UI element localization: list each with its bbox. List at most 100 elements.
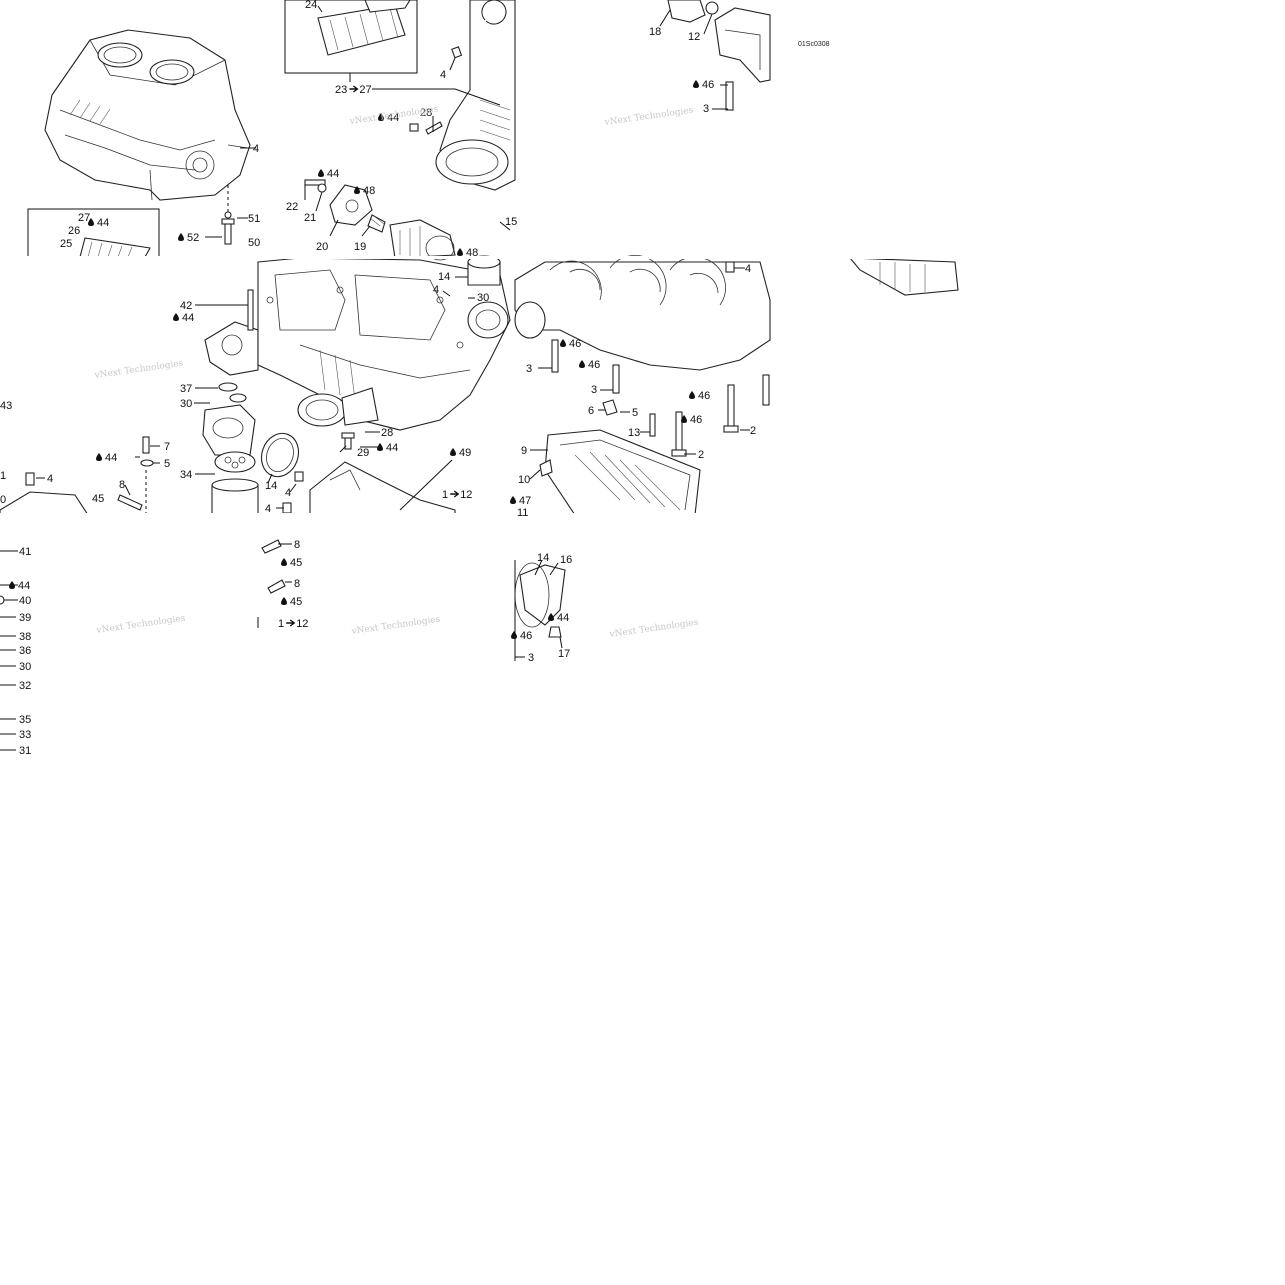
callout-number: 26	[68, 225, 80, 237]
callout-number: 11	[517, 507, 528, 519]
oil-drop-icon	[548, 613, 554, 621]
callout-number: 15	[505, 216, 517, 228]
callout-number: 10	[518, 474, 530, 486]
screw-29	[341, 432, 355, 450]
callout-c5b: 5	[164, 458, 170, 470]
callout-number: 35	[19, 714, 31, 726]
callout-c44f: 44	[96, 452, 117, 464]
rotary-valve-20-22	[304, 179, 386, 233]
callout-c41: 41	[19, 546, 31, 558]
oil-drop-icon	[579, 360, 585, 368]
callout-c40: 40	[19, 595, 31, 607]
callout-c3c: 3	[591, 384, 597, 396]
oil-drop-icon	[178, 233, 184, 241]
callout-number: 50	[248, 237, 260, 249]
callout-c32: 32	[19, 680, 31, 692]
oil-drop-icon	[693, 80, 699, 88]
callout-number: 44	[387, 112, 399, 124]
callout-number: 47	[519, 495, 531, 507]
callout-c35: 35	[19, 714, 31, 726]
engine-cylinder-block	[44, 29, 251, 201]
callout-number: 2	[698, 449, 704, 461]
callout-number: 44	[105, 452, 117, 464]
oil-drop-icon	[318, 169, 324, 177]
callout-c46a: 46	[693, 79, 714, 91]
callout-c3d: 3	[528, 652, 534, 664]
callout-c46c: 46	[579, 359, 600, 371]
callout-c14a: 14	[438, 271, 450, 283]
callout-number: 3	[591, 384, 597, 396]
callout-c45b: 45	[281, 596, 302, 608]
oil-drop-icon	[560, 339, 566, 347]
callout-number: 36	[19, 645, 31, 657]
callout-number: 12	[688, 31, 700, 43]
callout-number: 1	[278, 618, 284, 630]
callout-number: 46	[588, 359, 600, 371]
callout-c46d: 46	[689, 390, 710, 402]
callout-number: 44	[557, 612, 569, 624]
callout-c44e: 44	[377, 442, 398, 454]
bolt-50-52	[221, 185, 235, 245]
cover-top-right	[667, 0, 771, 111]
callout-c4e: 4	[47, 473, 53, 485]
screw-28-top	[409, 121, 443, 135]
callout-number-target: 12	[296, 618, 308, 630]
watermark-text: vNext Technologies	[95, 614, 186, 637]
callout-number: 46	[690, 414, 702, 426]
callout-number: 31	[19, 745, 31, 757]
callout-number: 23	[335, 84, 347, 96]
callout-number: 44	[327, 168, 339, 180]
callout-c19: 19	[354, 241, 366, 253]
callout-number: 4	[265, 503, 271, 515]
watermark-text: vNext Technologies	[93, 359, 184, 382]
callout-c30b: 30	[180, 398, 192, 410]
oil-drop-icon	[378, 113, 384, 121]
callout-c20: 20	[316, 241, 328, 253]
callout-c28a: 28	[420, 107, 432, 119]
callout-c15: 15	[505, 216, 517, 228]
callout-number: 45	[290, 596, 302, 608]
callout-number-target: 27	[359, 84, 371, 96]
callout-c48b: 48	[457, 247, 478, 259]
callout-number: 14	[265, 480, 277, 492]
callout-c12a: 12	[688, 31, 700, 43]
crankcase-lower-center	[282, 461, 456, 516]
callout-c0: 0	[0, 494, 6, 506]
callout-number: 43	[0, 400, 12, 412]
callout-c27: 27	[78, 212, 90, 224]
callout-number: 2	[750, 425, 756, 437]
callout-number: 49	[459, 447, 471, 459]
callout-number: 45	[290, 557, 302, 569]
callout-number: 44	[18, 580, 30, 592]
callout-number: 25	[60, 238, 72, 250]
callout-number: 4	[440, 69, 446, 81]
callout-c4a: 4	[440, 69, 446, 81]
cylinder-sleeve-14	[467, 255, 501, 286]
callout-number: 39	[19, 612, 31, 624]
callout-number: 30	[477, 292, 489, 304]
right-arrow-icon	[349, 85, 359, 93]
callout-c11: 11	[517, 507, 528, 519]
callout-c28b: 28	[381, 427, 393, 439]
callout-number: 6	[588, 405, 594, 417]
callout-c7: 7	[164, 441, 170, 453]
callout-c8b: 8	[294, 539, 300, 551]
watermark-text: vNext Technologies	[608, 618, 699, 641]
callout-number: 4	[47, 473, 53, 485]
callout-c33: 33	[19, 729, 31, 741]
callout-number: 46	[569, 338, 581, 350]
callout-number: 1	[0, 470, 6, 482]
callout-c6: 6	[588, 405, 594, 417]
callout-c4c: 4	[433, 284, 439, 296]
callout-number: 9	[521, 445, 527, 457]
callout-c14c: 14	[537, 552, 549, 564]
oil-drop-icon	[281, 597, 287, 605]
callout-c37: 37	[180, 383, 192, 395]
bolts-right	[551, 261, 770, 457]
callout-number: 18	[649, 26, 661, 38]
oil-drop-icon	[689, 391, 695, 399]
callout-c4f: 4	[285, 487, 291, 499]
callout-number: 33	[19, 729, 31, 741]
